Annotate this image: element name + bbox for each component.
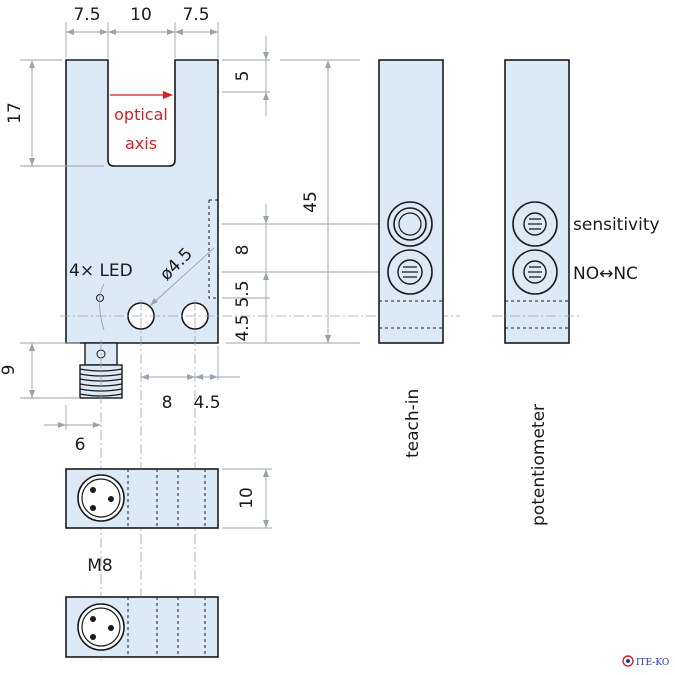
optical-axis-label-2: axis [125, 134, 157, 153]
bottom-view-lower [65, 596, 219, 658]
dim-top-mid: 10 [130, 5, 152, 25]
sensitivity-label: sensitivity [573, 215, 660, 235]
side-view-teach-in: teach-in [378, 59, 444, 458]
led-leader [99, 283, 105, 331]
sensitivity-pot-icon [523, 212, 547, 236]
optical-axis-arrow-icon [163, 91, 173, 99]
dim-led-spacing: 8 [162, 393, 173, 413]
sensor-body-front [65, 59, 219, 344]
watermark-logo: ITE-KO [622, 655, 669, 668]
teach-button-outer [387, 201, 433, 247]
dim-slot-depth: 5 [233, 71, 253, 82]
m8-connector-lower-outer [77, 603, 125, 651]
dim-connector-len: 9 [0, 365, 19, 376]
mode-switch-icon [397, 259, 423, 285]
dim-bottom-height: 10 [237, 487, 257, 509]
sensitivity-pot-outer [512, 201, 558, 247]
potentiometer-label: potentiometer [529, 404, 549, 526]
dim-top-right: 7.5 [182, 5, 209, 25]
optical-axis-label-1: optical [114, 105, 168, 124]
bottom-view-upper: 10 M8 [65, 468, 272, 576]
no-nc-label: NO↔NC [573, 264, 638, 284]
m8-label: M8 [87, 556, 112, 576]
mode-switch-outer [387, 249, 433, 295]
m8-connector-icon [81, 478, 121, 518]
dim-total-height: 45 [301, 191, 321, 213]
m8-connector-outer [77, 474, 125, 522]
dim-connector-offset: 6 [75, 435, 86, 455]
side-view-potentiometer: sensitivity NO↔NC potentiometer [492, 59, 660, 526]
dim-spacing-5-5: 5.5 [233, 280, 253, 307]
teach-in-label: teach-in [403, 389, 423, 458]
logo-text: ITE-KO [636, 658, 669, 668]
dim-led-edge: 4.5 [193, 393, 220, 413]
no-nc-pot-icon [523, 260, 547, 284]
dim-top-left: 7.5 [73, 5, 100, 25]
m8-connector-lower-icon [81, 607, 121, 647]
dim-slot-height: 17 [5, 102, 25, 124]
logo-icon [622, 655, 634, 667]
no-nc-pot-outer [512, 249, 558, 295]
teach-button-icon [393, 207, 427, 241]
dim-spacing-4-5: 4.5 [233, 314, 253, 341]
led-count-label: 4× LED [69, 261, 133, 281]
front-view: optical axis [65, 59, 219, 399]
control-panel-outline [208, 199, 218, 299]
dim-spacing-8: 8 [233, 245, 253, 256]
